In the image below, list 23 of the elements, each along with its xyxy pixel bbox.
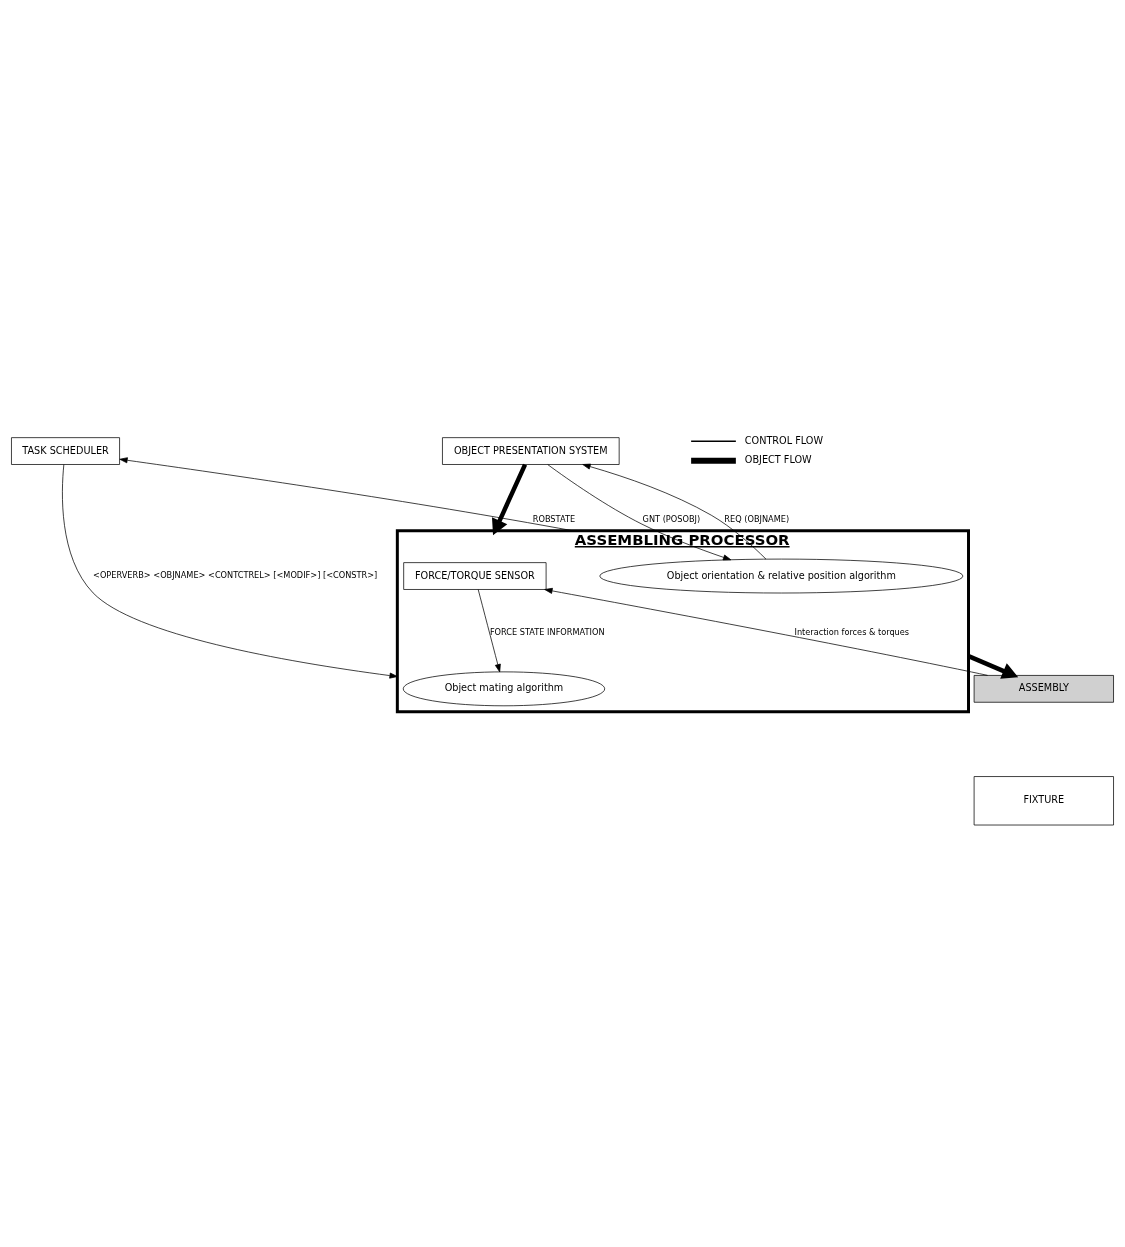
- arrow: [967, 654, 1019, 679]
- node-box: TASK SCHEDULER: [11, 437, 120, 465]
- node-ellipse: Object orientation & relative position algorithm: [599, 558, 964, 594]
- arrow: [492, 463, 528, 536]
- legend-label: OBJECT FLOW: [744, 454, 812, 466]
- edge-label: FORCE STATE INFORMATION: [489, 626, 605, 637]
- node-box: FIXTURE: [973, 776, 1114, 826]
- node-box: ASSEMBLY: [973, 675, 1114, 703]
- node-ellipse: Object mating algorithm: [402, 671, 606, 707]
- node-box: FORCE/TORQUE SENSOR: [403, 562, 547, 590]
- legend-label: CONTROL FLOW: [744, 434, 824, 446]
- edge-label: GNT (POSOBJ): [642, 513, 701, 524]
- arrow: [477, 589, 501, 673]
- arrow: [119, 457, 574, 532]
- arrow: [62, 464, 398, 679]
- arrow: [582, 463, 767, 560]
- node-box: OBJECT PRESENTATION SYSTEM: [442, 437, 620, 465]
- edge-label: REQ (OBJNAME): [724, 513, 790, 524]
- arrow: [544, 587, 988, 676]
- edge-label: ROBSTATE: [532, 513, 576, 524]
- edge-label: Interaction forces & torques: [794, 626, 910, 637]
- edge-label: <OPERVERB> <OBJNAME> <CONTCTREL> [<MODIF>] [<CONSTR>]: [93, 570, 378, 581]
- arrow: [547, 464, 732, 561]
